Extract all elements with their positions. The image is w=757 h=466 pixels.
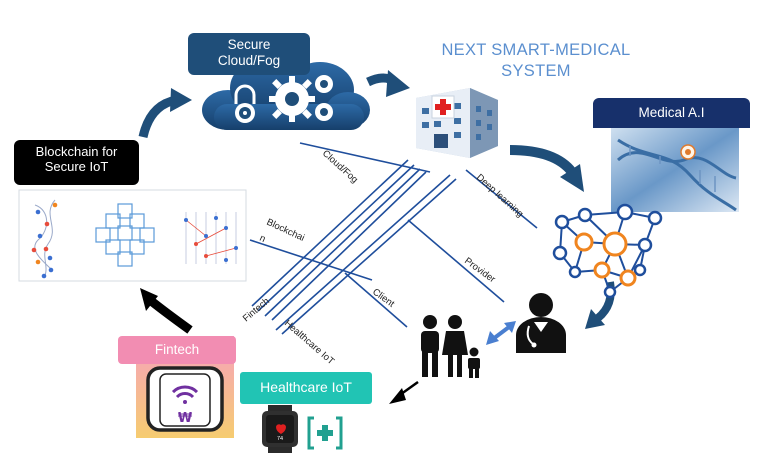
lock-icon bbox=[234, 84, 256, 123]
medical-ai-label: Medical A.I bbox=[593, 98, 750, 128]
path-label-healthcare-iot: Healthcare IoT bbox=[282, 318, 336, 367]
neural-network-icon bbox=[552, 203, 663, 299]
gear-icon bbox=[269, 75, 333, 122]
path-label-fintech: Fintech bbox=[241, 296, 272, 324]
path-label-blockchain: Blockchai bbox=[265, 217, 307, 244]
wifi-icon bbox=[171, 385, 199, 404]
hospital-icon bbox=[416, 88, 498, 158]
blockchain-image bbox=[18, 189, 247, 282]
doctor-icon bbox=[516, 293, 566, 353]
heart-rate-value: 74 bbox=[277, 436, 283, 442]
path-label-deep-learning: Deep learning bbox=[474, 172, 525, 220]
secure-cloud-label: Secure Cloud/Fog bbox=[188, 33, 310, 75]
double-arrow bbox=[486, 321, 516, 345]
family-icon bbox=[421, 315, 480, 378]
black-arrows bbox=[140, 288, 419, 404]
connector-lines bbox=[249, 142, 538, 335]
path-label-cloud-fog: Cloud/Fog bbox=[320, 148, 360, 186]
currency-icon: ₩ bbox=[178, 411, 193, 426]
page-title: NEXT SMART-MEDICAL SYSTEM bbox=[441, 41, 631, 80]
fintech-label: Fintech bbox=[118, 336, 236, 364]
smartwatch-icon bbox=[262, 405, 298, 453]
blockchain-label: Blockchain for Secure IoT bbox=[14, 140, 139, 185]
medical-device-icon bbox=[307, 416, 343, 450]
dna-image bbox=[611, 128, 739, 212]
flow-arrows bbox=[138, 70, 615, 329]
path-label-blockchain-cont: n bbox=[258, 233, 267, 245]
healthcare-iot-label: Healthcare IoT bbox=[240, 372, 372, 404]
